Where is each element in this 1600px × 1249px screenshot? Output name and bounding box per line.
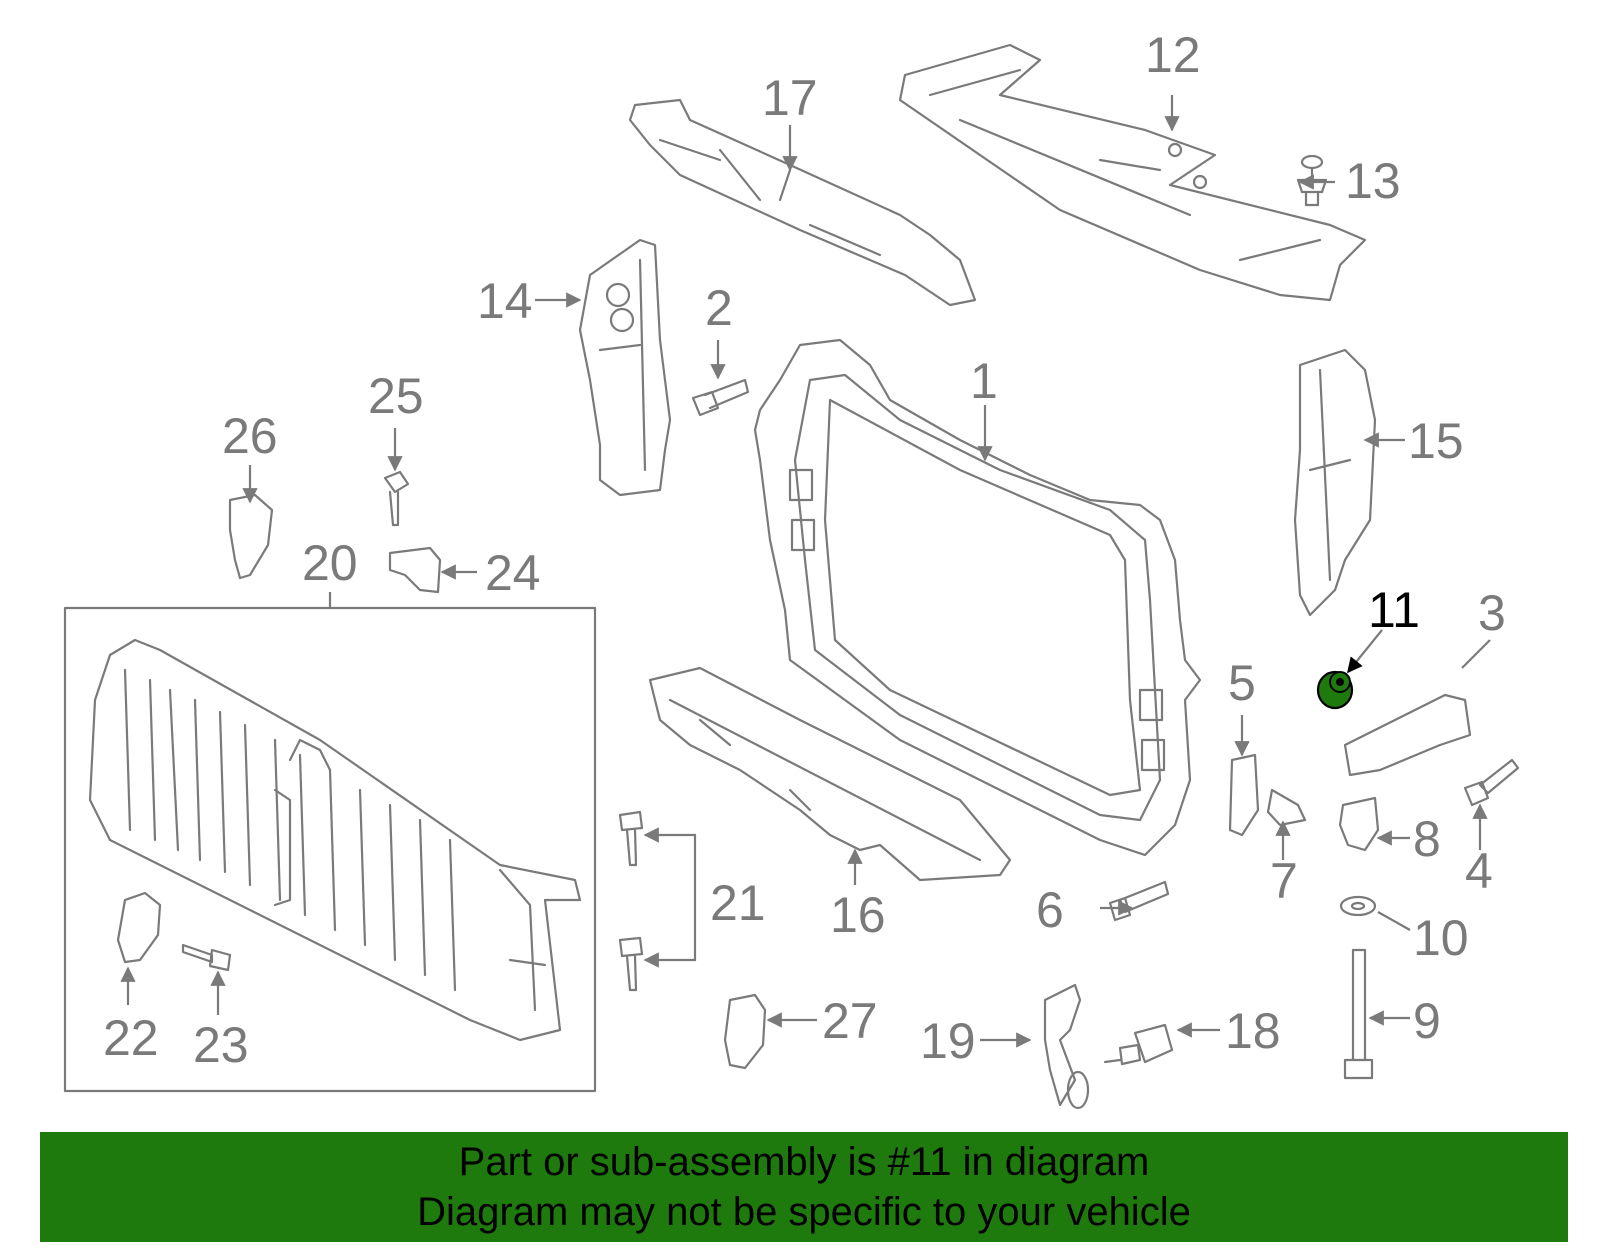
part-24-clip	[388, 546, 442, 594]
part-5-bracket	[1228, 753, 1260, 837]
part-7-bracket	[1266, 788, 1307, 827]
part-23-bolt	[181, 943, 232, 972]
label-6: 6	[1036, 882, 1064, 938]
label-13: 13	[1345, 153, 1401, 209]
part-3-mount-bracket	[1343, 693, 1472, 777]
label-14: 14	[477, 273, 533, 329]
label-9: 9	[1413, 993, 1441, 1049]
part-17-upper-air-guide	[628, 98, 977, 307]
part-25-screw	[383, 470, 410, 527]
part-22-bracket	[116, 891, 162, 964]
part-6-bolt	[1108, 880, 1170, 922]
label-21: 21	[710, 875, 766, 931]
label-17: 17	[762, 70, 818, 126]
callout-labels: 12 13 17 14 2 1 15 26 25 20 24 11 3 5 8 …	[103, 27, 1506, 1073]
label-16: 16	[830, 887, 886, 943]
label-5: 5	[1228, 655, 1256, 711]
label-1: 1	[970, 353, 998, 409]
label-8: 8	[1413, 811, 1441, 867]
part-20-box	[63, 592, 597, 1093]
label-23: 23	[193, 1017, 249, 1073]
label-27: 27	[822, 993, 878, 1049]
part-13-clip	[1296, 154, 1328, 207]
part-14-left-bracket	[578, 238, 672, 497]
part-10-washer	[1339, 895, 1377, 917]
part-26-bracket	[228, 493, 274, 580]
label-24: 24	[485, 545, 541, 601]
info-banner: Part or sub-assembly is #11 in diagram D…	[40, 1132, 1568, 1242]
label-4: 4	[1465, 843, 1493, 899]
part-27-clip	[723, 993, 767, 1070]
part-2-bolt	[691, 378, 750, 417]
label-20: 20	[302, 535, 358, 591]
part-12-upper-tie-bar	[898, 43, 1367, 302]
part-9-long-bolt	[1343, 948, 1374, 1080]
banner-line-2: Diagram may not be specific to your vehi…	[417, 1190, 1191, 1234]
part-21-bolts	[618, 810, 644, 992]
label-10: 10	[1413, 910, 1469, 966]
label-2: 2	[705, 280, 733, 336]
label-18: 18	[1225, 1003, 1281, 1059]
part-18-switch	[1103, 1023, 1174, 1066]
part-15-right-bracket	[1293, 348, 1377, 617]
banner-line-1: Part or sub-assembly is #11 in diagram	[458, 1140, 1150, 1184]
part-19-latch-cable	[1043, 983, 1090, 1110]
part-4-bolt	[1463, 758, 1520, 807]
part-8-bracket	[1338, 796, 1380, 852]
label-19: 19	[920, 1013, 976, 1069]
leader-lines	[120, 95, 1491, 1048]
label-3: 3	[1478, 585, 1506, 641]
label-25: 25	[368, 368, 424, 424]
label-15: 15	[1408, 413, 1464, 469]
label-11: 11	[1368, 582, 1420, 638]
label-7: 7	[1270, 853, 1298, 909]
label-22: 22	[103, 1010, 159, 1066]
part-11-nut[interactable]	[1316, 670, 1354, 710]
part-16-lower-air-guide	[648, 666, 1012, 882]
label-12: 12	[1145, 27, 1201, 83]
label-26: 26	[222, 408, 278, 464]
